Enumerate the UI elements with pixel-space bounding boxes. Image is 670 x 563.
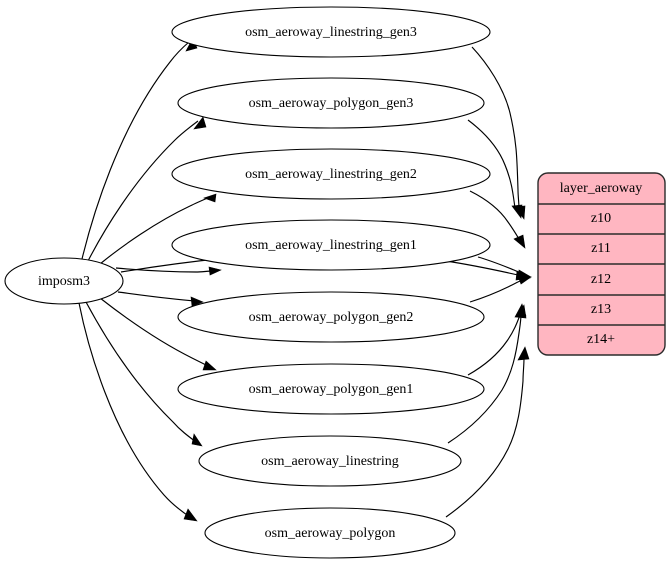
edge-osm_aeroway_linestring_gen2-to-z11 xyxy=(469,190,526,249)
node-osm_aeroway_polygon_gen2[interactable]: osm_aeroway_polygon_gen2 xyxy=(177,291,485,343)
layer-aeroway-row-z10[interactable]: z10 xyxy=(591,211,611,226)
node-osm_aeroway_linestring_gen1[interactable]: osm_aeroway_linestring_gen1 xyxy=(171,219,491,271)
edge-group-tables-to-layer xyxy=(445,46,532,518)
edge-osm_aeroway_linestring_gen3-to-z10 xyxy=(471,46,526,220)
node-imposm3-label: imposm3 xyxy=(38,274,90,289)
layer-aeroway-row-z11[interactable]: z11 xyxy=(591,241,611,256)
node-osm_aeroway_linestring_gen2[interactable]: osm_aeroway_linestring_gen2 xyxy=(171,148,491,200)
node-osm_aeroway_linestring_gen3[interactable]: osm_aeroway_linestring_gen3 xyxy=(171,6,491,58)
edge-imposm3-to-osm_aeroway_linestring_gen3 xyxy=(81,37,198,260)
edge-imposm3-to-osm_aeroway_polygon_gen3 xyxy=(87,116,207,262)
layer-aeroway-row-z13[interactable]: z13 xyxy=(591,302,611,317)
layer-aeroway-row-z14plus[interactable]: z14+ xyxy=(587,332,615,347)
layer-aeroway-row-header: layer_aeroway xyxy=(560,181,642,196)
edge-imposm3-to-osm_aeroway_linestring_gen1 xyxy=(115,266,222,276)
node-osm_aeroway_linestring_gen2-label: osm_aeroway_linestring_gen2 xyxy=(245,167,417,182)
edge-imposm3-to-osm_aeroway_linestring_gen2 xyxy=(99,193,217,265)
node-osm_aeroway_polygon_gen3-label: osm_aeroway_polygon_gen3 xyxy=(249,96,414,111)
node-osm_aeroway_polygon_gen1-label: osm_aeroway_polygon_gen1 xyxy=(249,382,414,397)
edge-imposm3-to-osm_aeroway_polygon xyxy=(78,302,198,522)
node-osm_aeroway_linestring_gen1-label: osm_aeroway_linestring_gen1 xyxy=(245,238,417,253)
edge-osm_aeroway_polygon_gen3-to-z10 xyxy=(467,119,523,219)
node-osm_aeroway_polygon_gen2-label: osm_aeroway_polygon_gen2 xyxy=(249,310,414,325)
node-imposm3[interactable]: imposm3 xyxy=(4,257,124,305)
node-osm_aeroway_polygon-label: osm_aeroway_polygon xyxy=(265,526,396,541)
edge-imposm3-to-osm_aeroway_polygon_gen2 xyxy=(117,291,204,307)
node-osm_aeroway_linestring-label: osm_aeroway_linestring xyxy=(261,454,399,469)
node-layer_aeroway[interactable]: layer_aeroway z10 z11 z12 z13 z14+ xyxy=(537,172,666,356)
edge-osm_aeroway_linestring-to-z13 xyxy=(447,303,527,444)
edge-osm_aeroway_polygon-to-z14 xyxy=(445,346,530,518)
node-osm_aeroway_polygon[interactable]: osm_aeroway_polygon xyxy=(204,507,456,559)
node-osm_aeroway_polygon_gen3[interactable]: osm_aeroway_polygon_gen3 xyxy=(177,77,485,129)
node-osm_aeroway_linestring[interactable]: osm_aeroway_linestring xyxy=(198,435,462,487)
layer-aeroway-row-z12[interactable]: z12 xyxy=(591,272,611,287)
node-osm_aeroway_linestring_gen3-label: osm_aeroway_linestring_gen3 xyxy=(245,25,417,40)
edge-osm_aeroway_polygon_gen2-to-z12 xyxy=(469,275,532,303)
edge-imposm3-to-osm_aeroway_polygon_gen1 xyxy=(99,297,217,371)
node-osm_aeroway_polygon_gen1[interactable]: osm_aeroway_polygon_gen1 xyxy=(177,363,485,415)
edge-imposm3-to-osm_aeroway_linestring xyxy=(85,301,203,447)
